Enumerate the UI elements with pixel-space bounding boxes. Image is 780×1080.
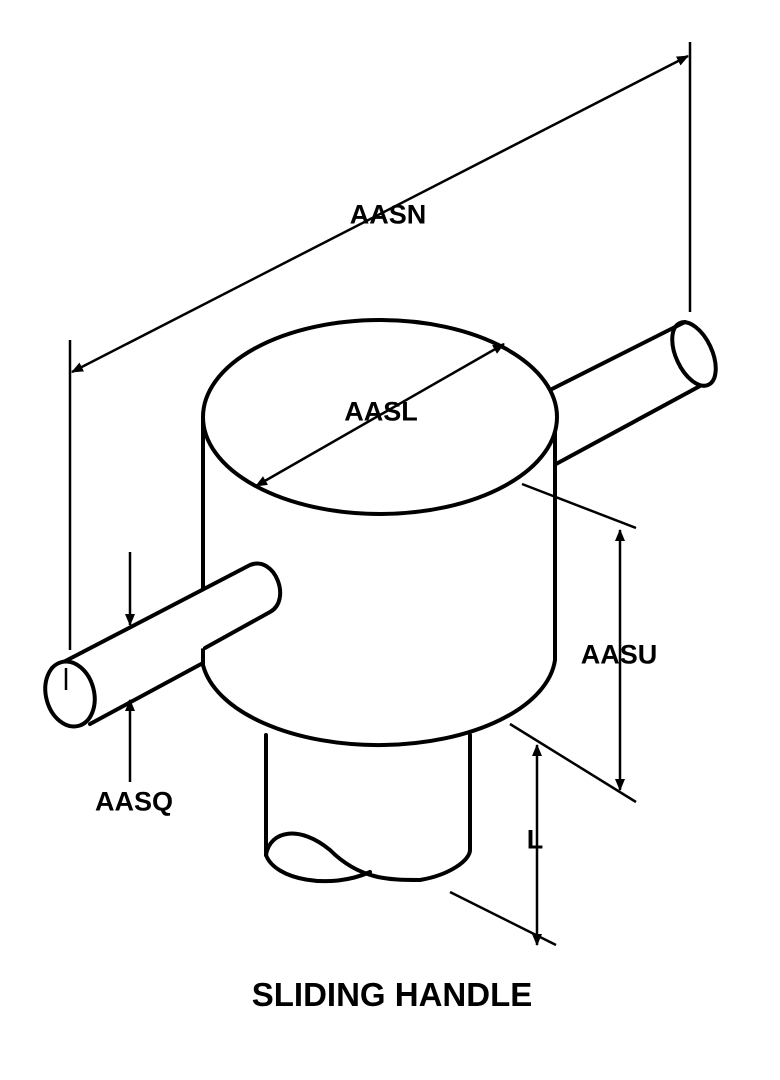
- dimension-lines: [64, 42, 692, 947]
- right-pin: [548, 320, 718, 466]
- dimension-label-l: L: [526, 824, 544, 855]
- shank: [264, 733, 472, 884]
- diagram-title: SLIDING HANDLE: [251, 976, 533, 1013]
- left-pin: [43, 561, 283, 729]
- dimension-label-aasn: AASN: [349, 199, 427, 230]
- dimension-label-aasu: AASU: [580, 639, 658, 670]
- dimension-label-aasl: AASL: [344, 396, 418, 427]
- dimension-label-aasq: AASQ: [94, 786, 174, 817]
- head-cylinder: [201, 318, 559, 748]
